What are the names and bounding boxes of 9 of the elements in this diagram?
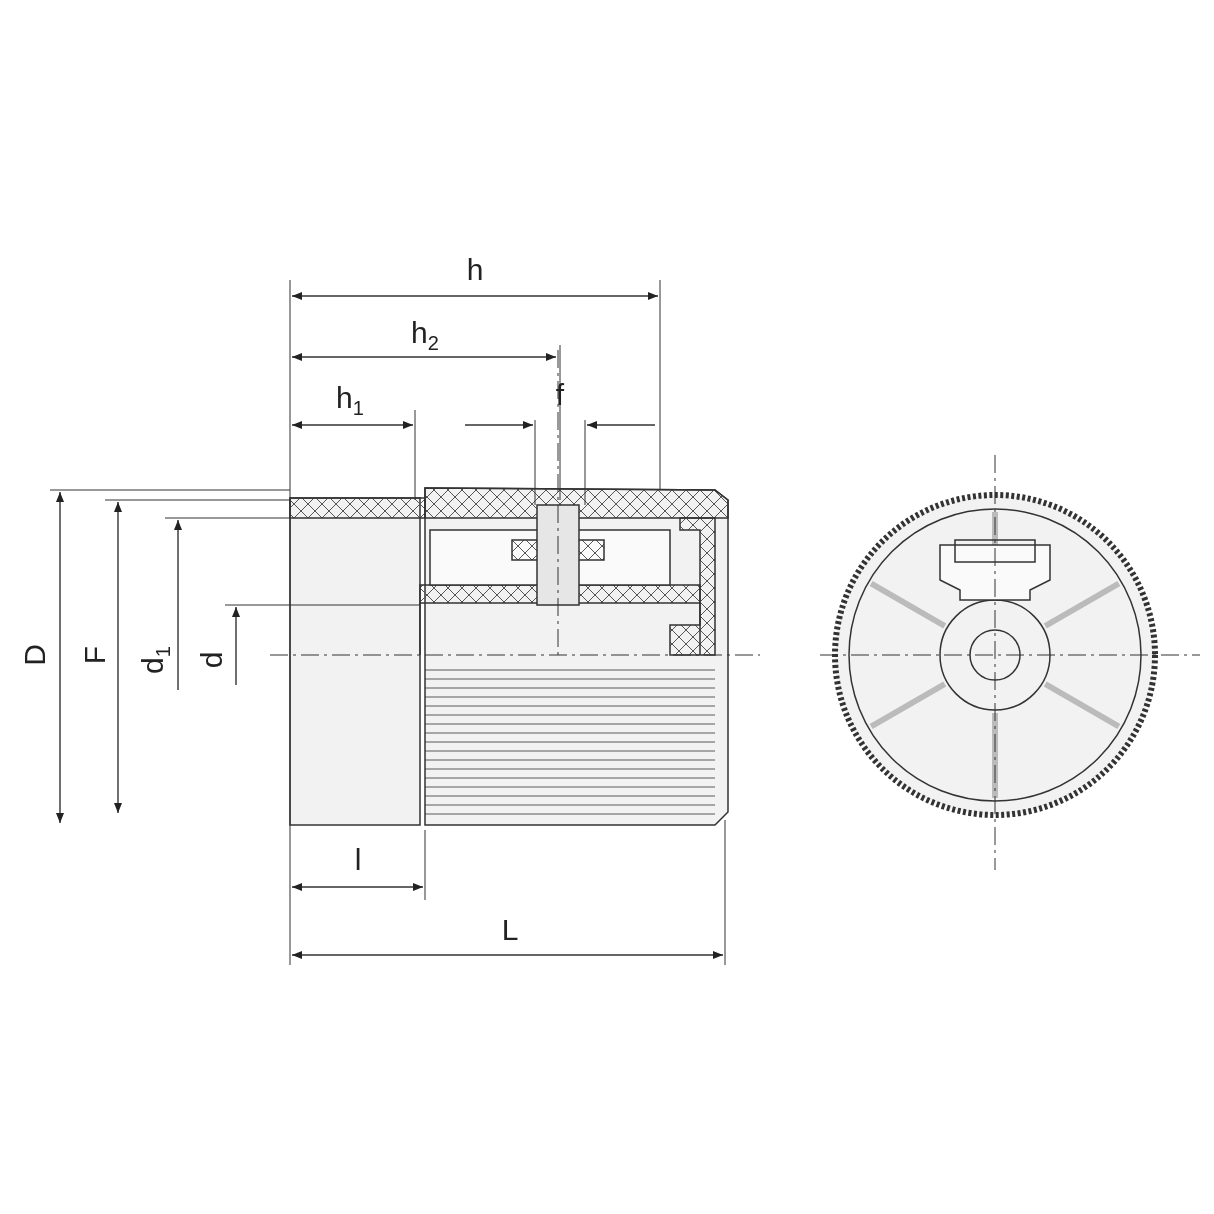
dimension-label: h$_{2}$: [411, 317, 439, 353]
dimension-label: d: [197, 651, 227, 669]
dimension-label: h: [466, 255, 484, 285]
dimension-label: l: [354, 845, 362, 875]
dimension-label: F: [80, 645, 110, 665]
dimension-label: f: [555, 380, 565, 410]
dimension-label: D: [20, 644, 50, 666]
dimension-label: h$_{1}$: [336, 382, 364, 418]
dimension-label: L: [501, 915, 519, 945]
